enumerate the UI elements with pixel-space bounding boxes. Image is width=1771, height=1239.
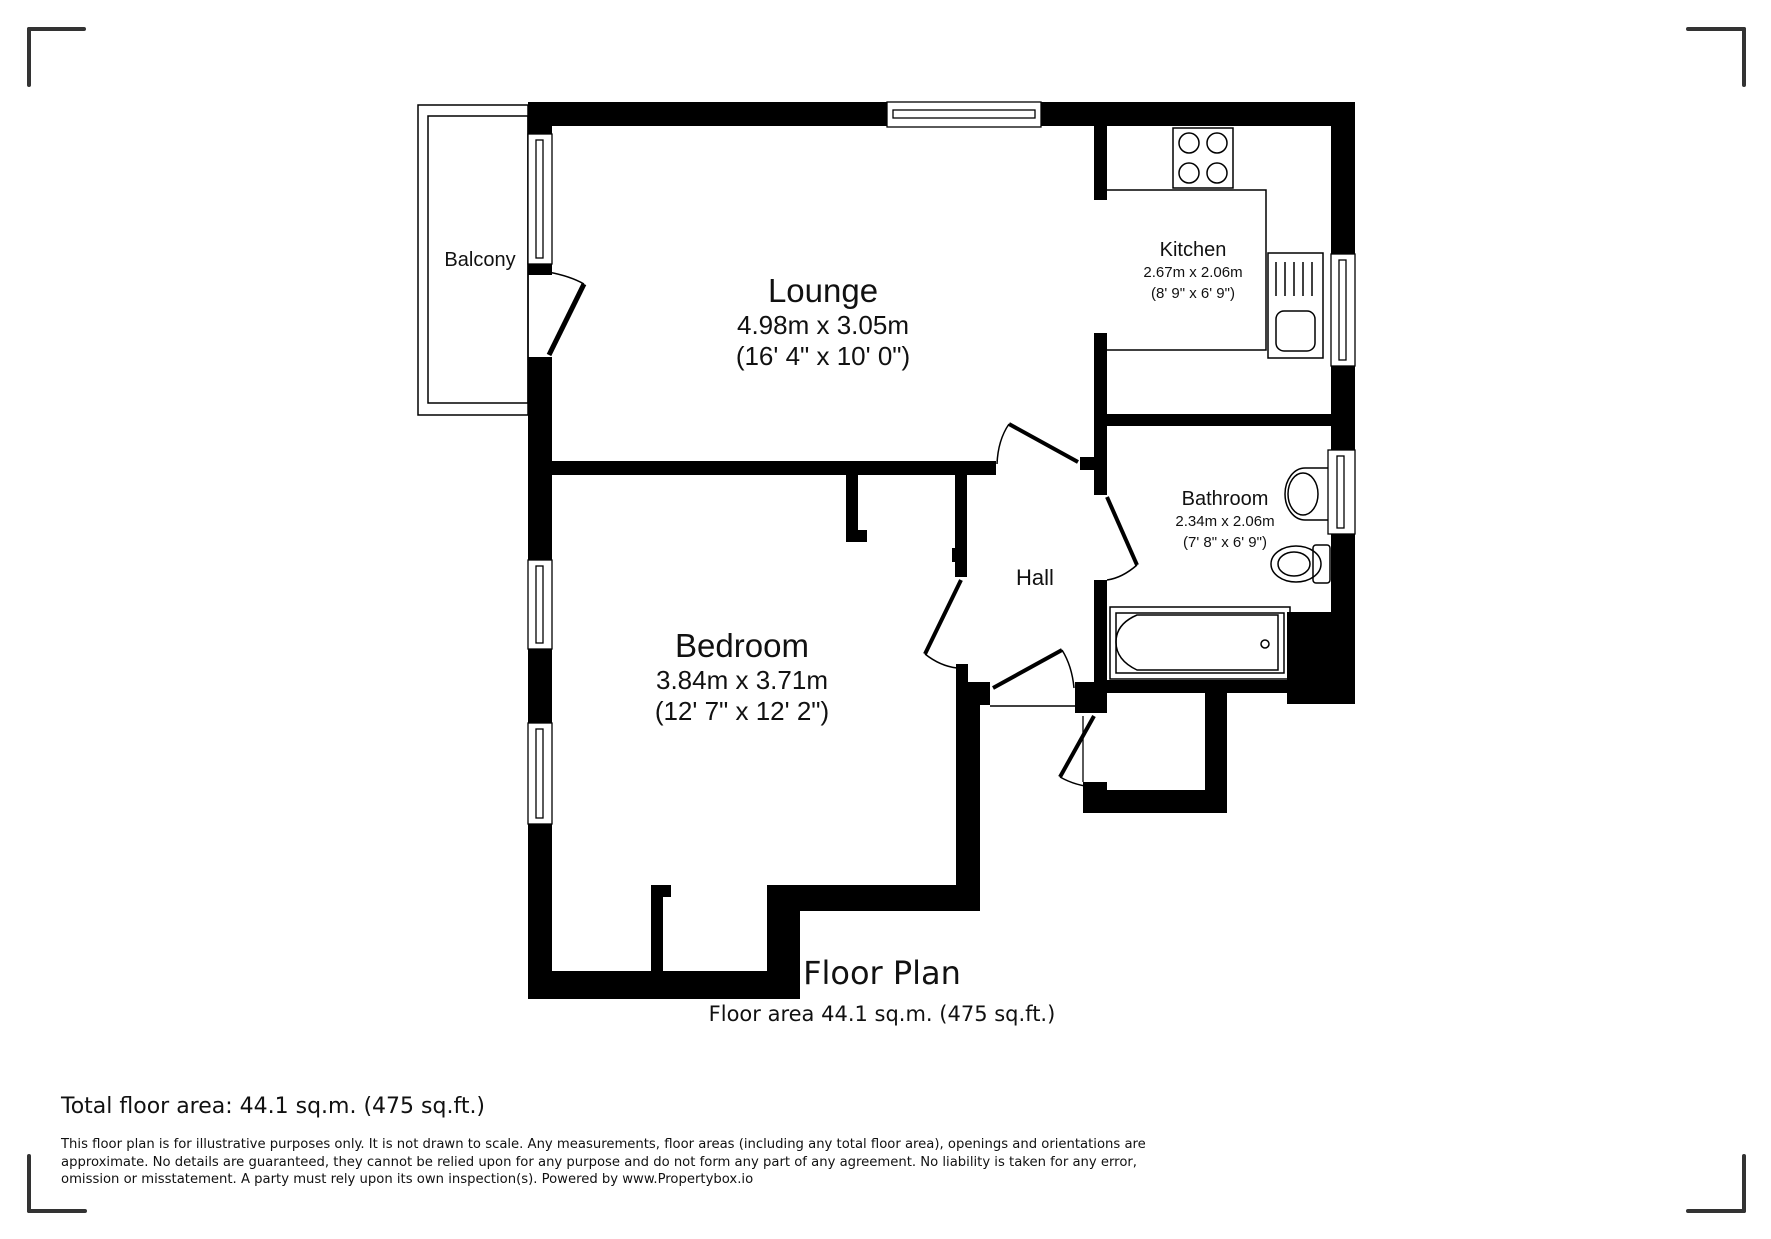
lounge-name: Lounge (767, 272, 879, 309)
hob-icon (1172, 127, 1234, 189)
corner-mark-top-left-h (27, 27, 86, 31)
sink-icon (1267, 252, 1324, 359)
closet-door (1058, 715, 1096, 778)
corner-mark-top-right-h (1686, 27, 1746, 31)
disclaimer-line: This floor plan is for illustrative purp… (61, 1137, 1146, 1152)
lounge-imperial: (16' 4" x 10' 0") (735, 341, 911, 371)
hall-label: Hall (1016, 565, 1054, 590)
kitchen-name: Kitchen (1159, 239, 1227, 261)
corner-mark-top-left-v (27, 27, 31, 87)
kitchen-label: Kitchen 2.67m x 2.06m (8' 9" x 6' 9") (1123, 238, 1263, 304)
disclaimer: This floor plan is for illustrative purp… (61, 1136, 1146, 1189)
bathroom-name: Bathroom (1181, 488, 1269, 510)
corner-mark-bottom-left-h (27, 1209, 87, 1213)
lounge-hall-door (1008, 422, 1079, 464)
lounge-label: Lounge 4.98m x 3.05m (16' 4" x 10' 0") (673, 272, 973, 372)
basin-icon (1284, 467, 1328, 521)
disclaimer-line: omission or misstatement. A party must r… (61, 1172, 754, 1187)
corner-mark-bottom-left-v (27, 1154, 31, 1213)
lounge-metric: 4.98m x 3.05m (737, 310, 909, 340)
bedroom-name: Bedroom (675, 627, 809, 664)
bathroom-door (1105, 496, 1139, 566)
bedroom-door (923, 579, 963, 655)
balcony-label: Balcony (444, 249, 516, 271)
bathroom-fittings (1109, 467, 1331, 680)
toilet-bowl (1270, 545, 1322, 583)
plan-floor-area: Floor area 44.1 sq.m. (475 sq.ft.) (708, 1002, 1056, 1026)
walls (528, 102, 1355, 999)
corner-mark-bottom-right-h (1686, 1209, 1746, 1213)
bedroom-imperial: (12' 7" x 12' 2") (654, 696, 830, 726)
plan-title: Floor Plan (803, 954, 961, 992)
corner-mark-top-right-v (1742, 27, 1746, 87)
corner-mark-bottom-right-v (1742, 1154, 1746, 1213)
toilet-cistern (1312, 544, 1331, 584)
bath-icon (1109, 606, 1291, 680)
total-floor-area: Total floor area: 44.1 sq.m. (475 sq.ft.… (61, 1094, 486, 1119)
entrance-door (992, 648, 1063, 690)
doors (546, 271, 1139, 788)
bathroom-imperial: (7' 8" x 6' 9") (1183, 534, 1267, 551)
bedroom-label: Bedroom 3.84m x 3.71m (12' 7" x 12' 2") (592, 627, 892, 727)
bedroom-metric: 3.84m x 3.71m (656, 665, 828, 695)
disclaimer-line: approximate. No details are guaranteed, … (61, 1154, 1137, 1170)
bathroom-label: Bathroom 2.34m x 2.06m (7' 8" x 6' 9") (1155, 487, 1295, 553)
windows (527, 101, 1356, 825)
kitchen-imperial: (8' 9" x 6' 9") (1151, 285, 1235, 302)
bathroom-metric: 2.34m x 2.06m (1175, 513, 1275, 530)
balcony-door (546, 282, 587, 357)
kitchen-fittings (1107, 127, 1324, 359)
kitchen-metric: 2.67m x 2.06m (1143, 264, 1243, 281)
